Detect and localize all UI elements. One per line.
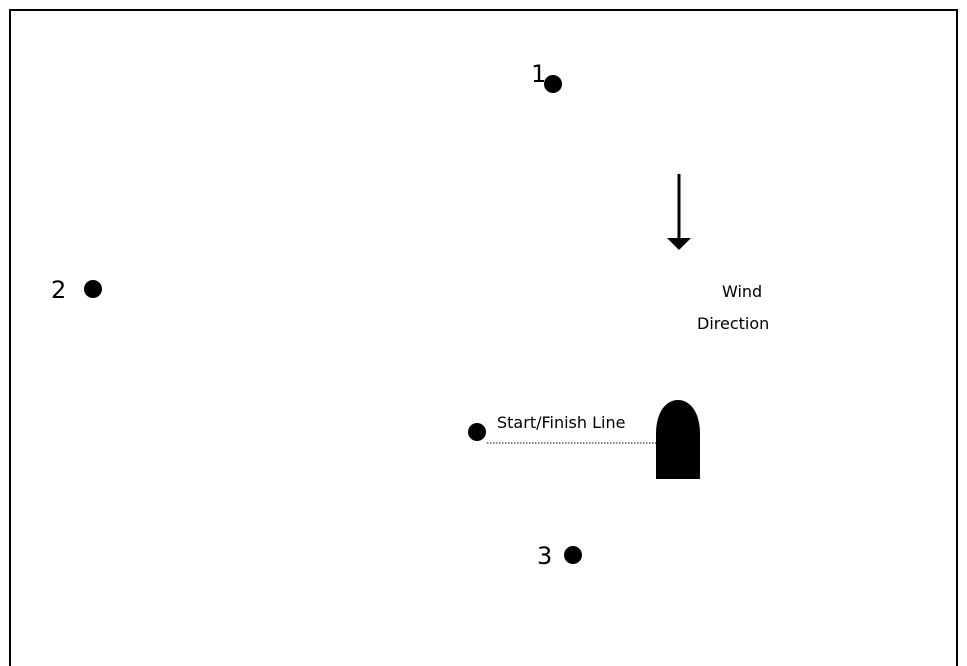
pin-end-buoy-icon — [468, 423, 486, 441]
mark-2-buoy-icon — [84, 280, 102, 298]
wind-label-line2: Direction — [697, 314, 769, 333]
mark-2-label: 2 — [51, 276, 66, 304]
wind-label-line1: Wind — [722, 282, 762, 301]
mark-1: 1 — [531, 60, 562, 93]
mark-3-label: 3 — [537, 542, 552, 570]
boat-icon — [656, 400, 700, 479]
start-finish-line: Start/Finish Line — [468, 413, 658, 444]
mark-1-buoy-icon — [544, 75, 562, 93]
diagram-frame — [9, 9, 958, 666]
start-finish-label: Start/Finish Line — [497, 413, 625, 432]
mark-2: 2 — [51, 276, 102, 304]
arrow-down-icon — [667, 174, 691, 250]
mark-3-buoy-icon — [564, 546, 582, 564]
mark-3: 3 — [537, 542, 582, 570]
mark-1-label: 1 — [531, 60, 546, 88]
